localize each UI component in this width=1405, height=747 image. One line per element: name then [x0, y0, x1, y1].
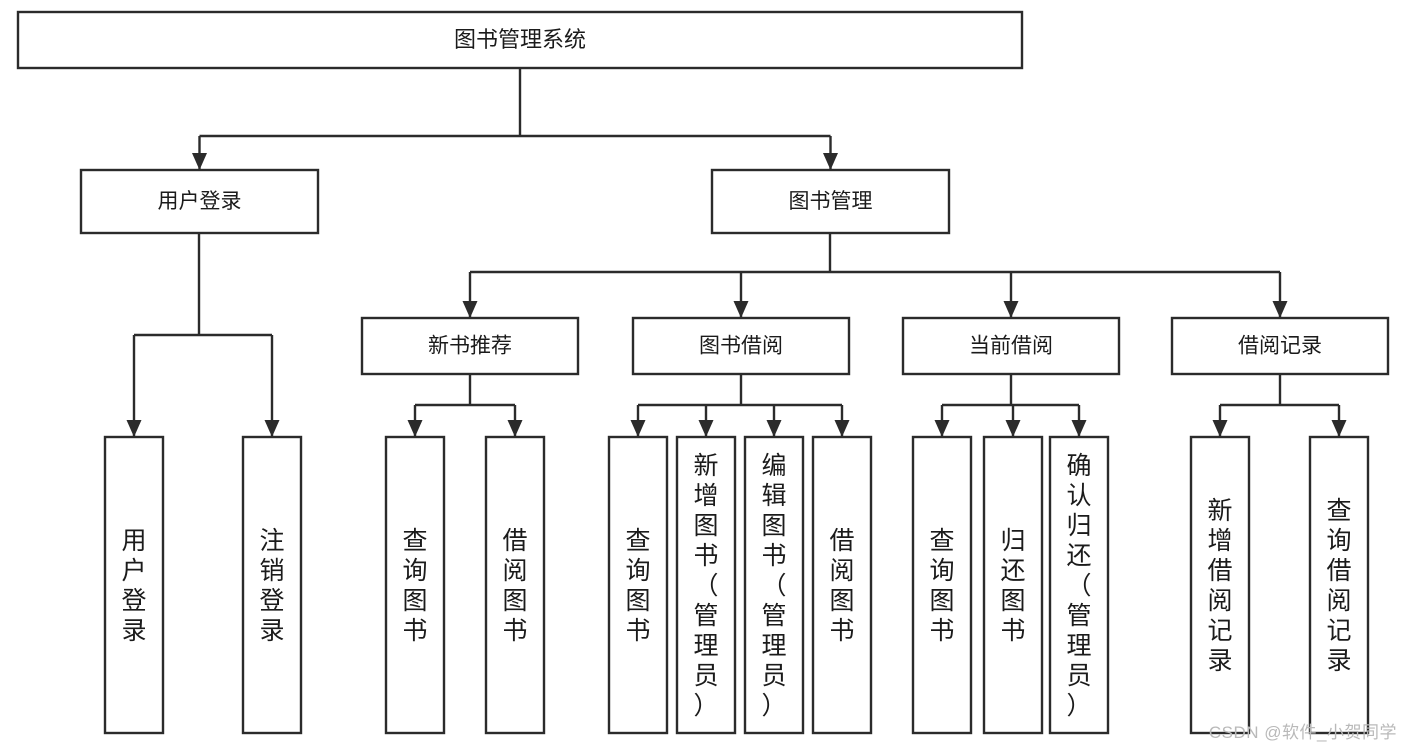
- leaf-node-leaf-borrow-add[interactable]: 新增图书（管理员）: [675, 435, 737, 735]
- node-box[interactable]: [1308, 435, 1370, 735]
- leaf-node-leaf-borrow-edit[interactable]: 编辑图书（管理员）: [743, 435, 805, 735]
- level2-node-book-borrow[interactable]: 图书借阅: [631, 316, 851, 376]
- node-label: 查询图书: [929, 527, 954, 645]
- leaf-node-leaf-cur-return[interactable]: 归还图书: [982, 435, 1044, 735]
- leaf-node-leaf-cur-confirm[interactable]: 确认归还（管理员）: [1048, 435, 1110, 735]
- level2-node-borrow-record[interactable]: 借阅记录: [1170, 316, 1390, 376]
- connector-group-new-book-rec: [407, 374, 523, 437]
- level1-node-book-manage[interactable]: 图书管理: [710, 168, 951, 235]
- node-label: 借阅记录: [1238, 335, 1322, 358]
- root-node[interactable]: 图书管理系统: [16, 10, 1024, 70]
- level2-node-new-book-rec[interactable]: 新书推荐: [360, 316, 580, 376]
- leaf-node-leaf-rec-query[interactable]: 查询图书: [384, 435, 446, 735]
- node-label: 新增图书（管理员）: [693, 452, 718, 720]
- node-box[interactable]: [901, 316, 1121, 376]
- node-box[interactable]: [1048, 435, 1110, 735]
- node-box[interactable]: [484, 435, 546, 735]
- node-label: 注销登录: [259, 527, 284, 645]
- node-box[interactable]: [982, 435, 1044, 735]
- connector-group-current-borrow: [934, 374, 1087, 437]
- leaf-node-leaf-user-logout[interactable]: 注销登录: [241, 435, 303, 735]
- connector-group-root: [192, 68, 838, 170]
- node-box[interactable]: [79, 168, 320, 235]
- node-label: 新书推荐: [428, 335, 512, 358]
- node-label: 归还图书: [1000, 527, 1025, 645]
- node-box[interactable]: [241, 435, 303, 735]
- node-label: 图书管理: [789, 190, 873, 213]
- leaf-node-leaf-user-login[interactable]: 用户登录: [103, 435, 165, 735]
- node-box[interactable]: [631, 316, 851, 376]
- node-label: 当前借阅: [969, 335, 1053, 358]
- node-box[interactable]: [911, 435, 973, 735]
- node-label: 新增借阅记录: [1207, 497, 1232, 675]
- node-label: 借阅图书: [829, 527, 854, 645]
- leaf-node-leaf-rec-borrow[interactable]: 借阅图书: [484, 435, 546, 735]
- node-box[interactable]: [16, 10, 1024, 70]
- connector-group-book-borrow: [630, 374, 850, 437]
- leaf-node-leaf-rec-search[interactable]: 查询借阅记录: [1308, 435, 1370, 735]
- connector-group-user-login: [126, 233, 280, 437]
- node-label: 借阅图书: [502, 527, 527, 645]
- node-box[interactable]: [1170, 316, 1390, 376]
- connector-group-book-manage: [462, 233, 1288, 318]
- node-label: 查询图书: [625, 527, 650, 645]
- node-label: 查询借阅记录: [1326, 497, 1351, 675]
- node-box[interactable]: [360, 316, 580, 376]
- leaf-node-leaf-cur-query[interactable]: 查询图书: [911, 435, 973, 735]
- leaf-node-leaf-rec-add[interactable]: 新增借阅记录: [1189, 435, 1251, 735]
- node-box[interactable]: [675, 435, 737, 735]
- node-layer: 图书管理系统用户登录图书管理新书推荐图书借阅当前借阅借阅记录用户登录注销登录查询…: [16, 10, 1390, 735]
- node-label: 图书管理系统: [454, 27, 586, 52]
- connector-layer: [126, 68, 1347, 437]
- node-label: 用户登录: [121, 527, 146, 645]
- node-label: 确认归还（管理员）: [1066, 452, 1091, 720]
- node-label: 编辑图书（管理员）: [761, 452, 786, 720]
- connector-group-borrow-record: [1212, 374, 1347, 437]
- level1-node-user-login[interactable]: 用户登录: [79, 168, 320, 235]
- node-label: 图书借阅: [699, 335, 783, 358]
- node-box[interactable]: [811, 435, 873, 735]
- leaf-node-leaf-borrow-do[interactable]: 借阅图书: [811, 435, 873, 735]
- node-label: 查询图书: [402, 527, 427, 645]
- node-box[interactable]: [1189, 435, 1251, 735]
- leaf-node-leaf-borrow-query[interactable]: 查询图书: [607, 435, 669, 735]
- level2-node-current-borrow[interactable]: 当前借阅: [901, 316, 1121, 376]
- node-box[interactable]: [710, 168, 951, 235]
- node-box[interactable]: [103, 435, 165, 735]
- node-label: 用户登录: [158, 190, 242, 213]
- node-box[interactable]: [743, 435, 805, 735]
- node-box[interactable]: [607, 435, 669, 735]
- node-box[interactable]: [384, 435, 446, 735]
